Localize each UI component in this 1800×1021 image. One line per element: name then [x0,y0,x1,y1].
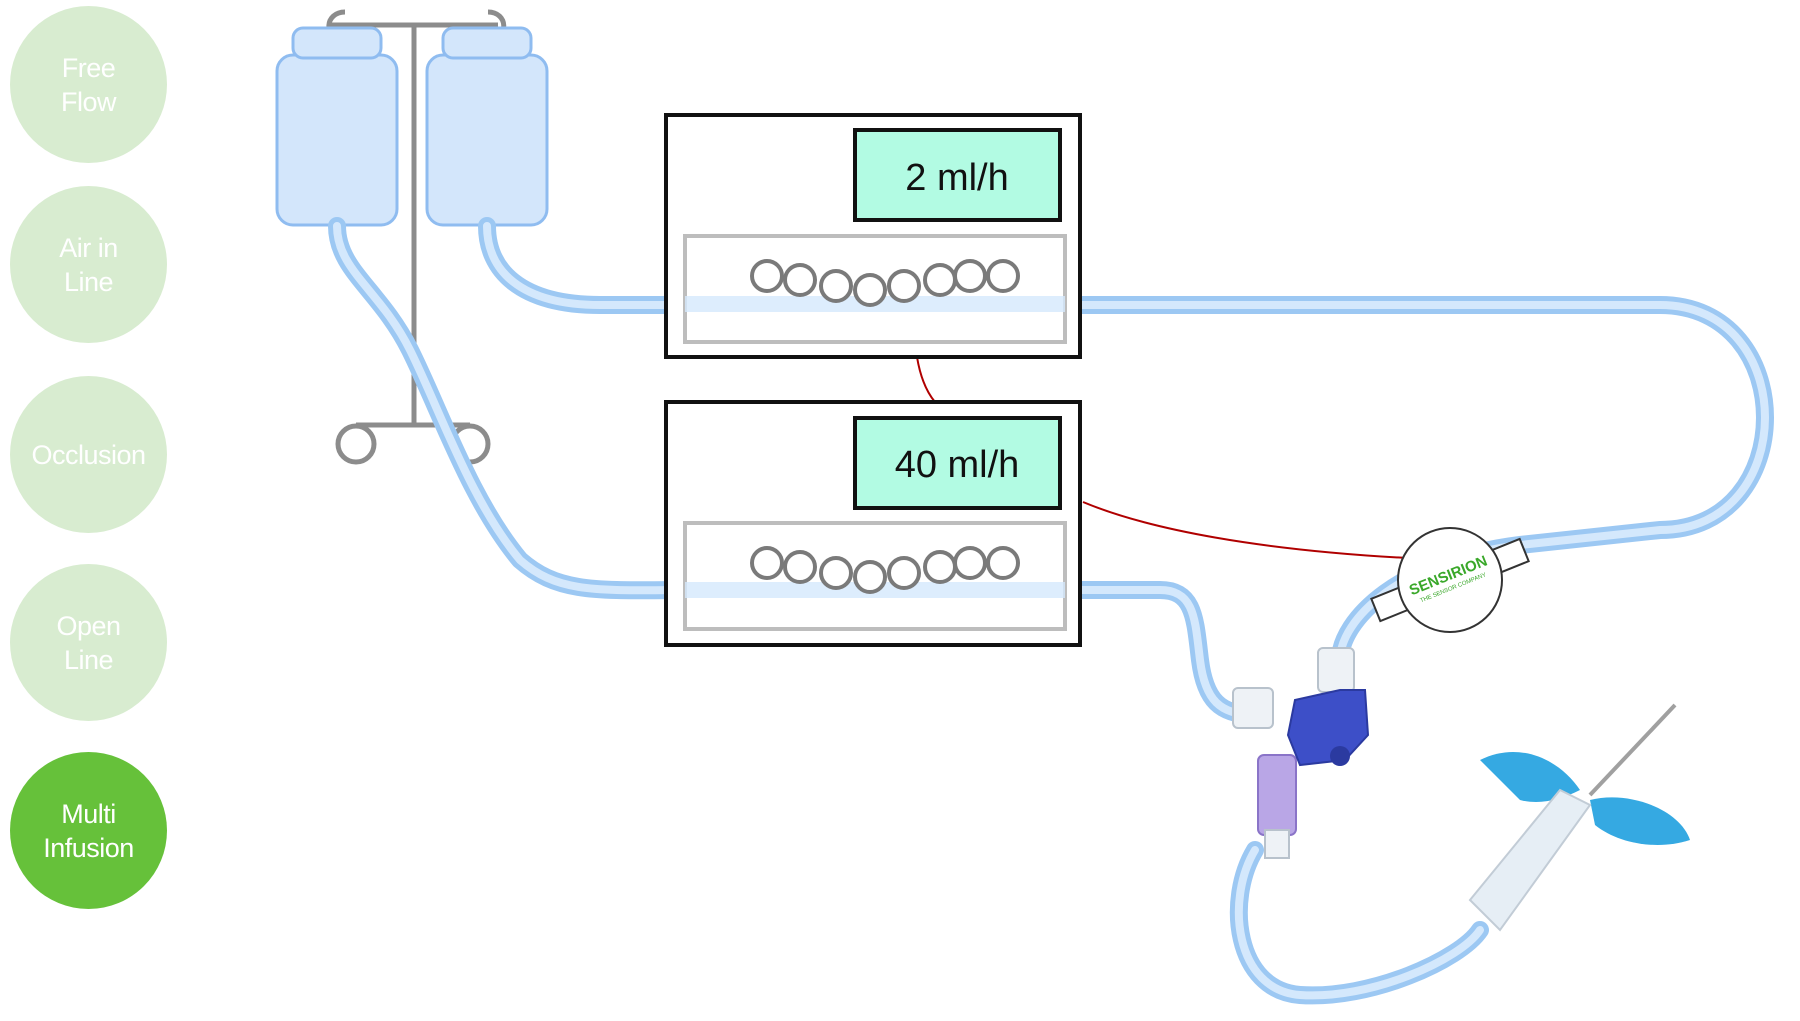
pump-bottom-rate: 40 ml/h [895,444,1020,486]
free-flow-label: Free Flow [60,52,117,117]
pump-bottom-rollers [750,546,1020,594]
free-flow-button[interactable]: Free Flow [10,6,167,163]
pump-top: 2 ml/h [664,113,1082,359]
stopcock [1232,647,1370,859]
open-line-button[interactable]: Open Line [10,564,167,721]
pump-bottom-display [853,416,1062,510]
pump-top-rollers [750,259,1020,307]
occlusion-button[interactable]: Occlusion [10,376,167,533]
iv-bag-left [275,26,399,227]
pump-top-display [853,128,1062,222]
flow-sensor: SENSIRION THE SENSOR COMPANY [1370,527,1530,633]
pump-top-rate: 2 ml/h [905,157,1008,199]
butterfly-needle [1468,703,1690,932]
air-in-line-button[interactable]: Air in Line [10,186,167,343]
signal-cables [916,356,1408,559]
scenario-nav: Free Flow Air in Line Occlusion Open Lin… [0,0,190,1021]
air-in-line-label: Air in Line [59,232,118,297]
open-line-label: Open Line [56,610,121,675]
pump-bottom: 40 ml/h [664,400,1082,647]
multi-infusion-button[interactable]: Multi Infusion [10,752,167,909]
occlusion-label: Occlusion [31,439,146,470]
iv-bag-right [425,26,549,227]
multi-infusion-label: Multi Infusion [43,798,134,863]
